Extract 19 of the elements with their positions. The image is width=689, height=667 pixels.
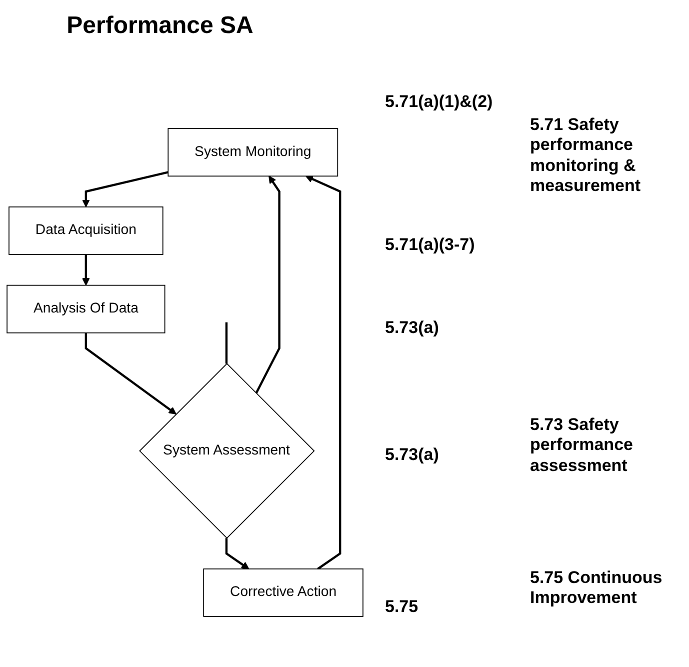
arrow — [82, 254, 90, 286]
node-box: System Monitoring — [168, 128, 338, 177]
node-diamond: System Assessment — [139, 363, 315, 539]
node-box: Corrective Action — [203, 568, 364, 617]
arrow — [225, 538, 250, 570]
arrow — [82, 171, 168, 208]
reference-note: 5.75 Continuous Improvement — [530, 568, 664, 609]
node-box: Analysis Of Data — [6, 284, 166, 334]
connector — [225, 322, 228, 364]
arrow — [255, 176, 280, 394]
node-box: Data Acquisition — [8, 206, 164, 255]
arrow — [305, 175, 342, 570]
reference-note: 5.73(a) — [385, 318, 440, 338]
reference-note: 5.73 Safety performance assessment — [530, 415, 634, 476]
arrow — [84, 332, 176, 414]
diagram-title: Performance SA — [66, 12, 254, 40]
reference-note: 5.71(a)(1)&(2) — [385, 92, 494, 112]
reference-note: 5.71(a)(3-7) — [385, 235, 476, 256]
reference-note: 5.71 Safety performance monitoring & measurement — [530, 115, 642, 197]
